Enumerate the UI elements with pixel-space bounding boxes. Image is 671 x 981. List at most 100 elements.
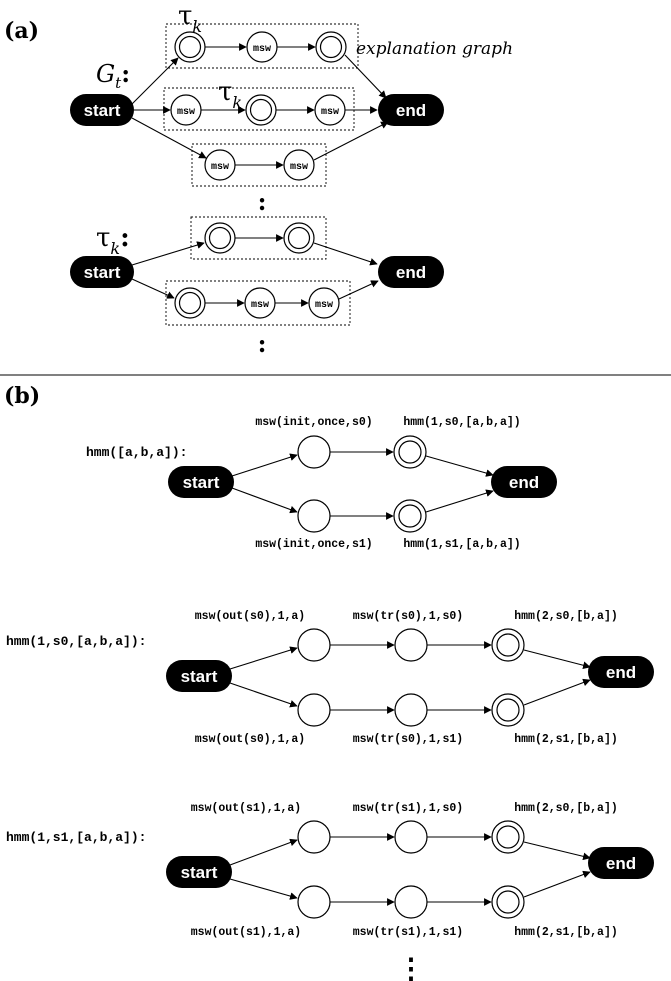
graph-hmm-1-s0: hmm(1,s0,[a,b,a]): msw(out(s0),1,a) msw(… [6,610,654,746]
path1-node-2-msw: msw [246,31,278,63]
tau-k-graph-label: τk: [96,223,130,258]
svg-text:msw: msw [315,300,333,311]
graph2-edge-start-top [229,646,298,670]
svg-text:end: end [509,473,539,492]
svg-text:msw: msw [177,107,195,118]
graph2-top-label-3: hmm(2,s0,[b,a]) [514,610,618,623]
edge-tau-start-to-p2 [131,278,175,299]
tau-p2-node-2-msw: msw [244,287,276,319]
graph3-edge-bottom-end [523,870,591,898]
svg-text:start: start [84,263,121,282]
graph1-node-bottom-msw [297,499,331,533]
gt-label: Gt: [96,59,130,92]
end-node-gt: end [378,94,444,126]
graph3-bottom-label-2: msw(tr(s1),1,s1) [353,926,463,939]
graph1-start-node: start [168,466,234,498]
tau-p2-node-3-msw: msw [308,287,340,319]
svg-text:start: start [84,101,121,120]
path2-node-3-msw: msw [314,94,346,126]
svg-text:start: start [181,667,218,686]
edge-start-to-p1 [131,57,179,105]
explanation-graph-label: explanation graph [356,39,513,59]
tau-p1-node-1-double [204,222,236,254]
svg-text:start: start [181,863,218,882]
svg-text:end: end [396,263,426,282]
graph2-end-node: end [588,656,654,688]
graph2-bottom-label-3: hmm(2,s1,[b,a]) [514,733,618,746]
edge-start-to-p3 [131,117,207,159]
panel-b-label: (b) [4,383,40,409]
panel-a: (a) τk Gt: τk explanation graph start en… [4,1,513,358]
graph1-node-bottom-hmm-double [393,499,427,533]
graph3-head: hmm(1,s1,[a,b,a]): [6,830,146,845]
graph1-head: hmm([a,b,a]): [86,445,187,460]
svg-text:start: start [183,473,220,492]
graph3-node-bottom-3-double [491,885,525,919]
graph3-node-top-2 [394,820,428,854]
graph3-end-node: end [588,847,654,879]
svg-text:msw: msw [251,300,269,311]
tau-p2-node-1-double [174,287,206,319]
graph3-bottom-label-1: msw(out(s1),1,a) [191,926,301,939]
graph2-edge-top-end [523,649,591,669]
vdots-b: ⋮ [397,952,425,981]
graph3-top-label-1: msw(out(s1),1,a) [191,802,301,815]
graph2-node-bottom-1 [297,693,331,727]
edge-tau-p1-to-end [313,242,378,266]
graph2-node-bottom-2 [394,693,428,727]
edge-tau-p2-to-end [338,280,379,300]
graph2-node-top-3-double [491,628,525,662]
graph1-node-top-msw [297,435,331,469]
dashed-box-path-1 [165,23,359,69]
graph1-edge-top-end [425,455,494,477]
path1-node-1-double [174,31,206,63]
graph3-node-bottom-2 [394,885,428,919]
path3-node-2-msw: msw [283,149,315,181]
graph3-top-label-3: hmm(2,s0,[b,a]) [514,802,618,815]
edge-tau-start-to-p1 [131,241,205,266]
path2-node-1-msw: msw [170,94,202,126]
graph3-edge-top-end [523,841,591,861]
graph1-top-label-1: msw(init,once,s0) [255,416,372,429]
graph1-bottom-label-1: msw(init,once,s1) [255,538,372,551]
graph2-node-bottom-3-double [491,693,525,727]
graph3-node-bottom-1 [297,885,331,919]
tau-k-label-middle: τk [218,77,242,112]
graph2-node-top-2 [394,628,428,662]
edge-p1-to-end [344,54,387,99]
graph2-start-node: start [166,660,232,692]
svg-text:msw: msw [211,162,229,173]
graph2-head: hmm(1,s0,[a,b,a]): [6,634,146,649]
svg-text:msw: msw [290,162,308,173]
graph2-edge-bottom-end [523,678,591,706]
graph-hmm-aba: hmm([a,b,a]): msw(init,once,s0) hmm(1,s0… [86,416,557,551]
start-node-gt: start [70,94,134,126]
graph1-top-label-2: hmm(1,s0,[a,b,a]) [403,416,520,429]
svg-text:end: end [606,663,636,682]
graph1-node-top-hmm-double [393,435,427,469]
svg-text:msw: msw [253,44,271,55]
svg-text:end: end [606,854,636,873]
graph3-node-top-1 [297,820,331,854]
graph1-edge-start-bottom [231,487,298,514]
svg-text:msw: msw [321,107,339,118]
graph3-start-node: start [166,856,232,888]
svg-text:end: end [396,101,426,120]
graph1-end-node: end [491,466,557,498]
path1-node-3-double [315,31,347,63]
panel-b: (b) hmm([a,b,a]): msw(init,once,s0) hmm(… [4,383,654,981]
graph2-bottom-label-2: msw(tr(s0),1,s1) [353,733,463,746]
vdots-gt: : [258,187,267,216]
start-node-tau: start [70,256,134,288]
graph1-bottom-label-2: hmm(1,s1,[a,b,a]) [403,538,520,551]
graph1-edge-start-top [231,453,298,477]
vdots-tau: : [258,329,267,358]
graph3-bottom-label-3: hmm(2,s1,[b,a]) [514,926,618,939]
graph3-top-label-2: msw(tr(s1),1,s0) [353,802,463,815]
edge-p3-to-end [313,121,389,161]
path2-node-2-double [245,94,277,126]
graph3-edge-start-top [229,838,298,866]
graph1-edge-bottom-end [425,489,494,513]
panel-a-label: (a) [4,18,39,44]
